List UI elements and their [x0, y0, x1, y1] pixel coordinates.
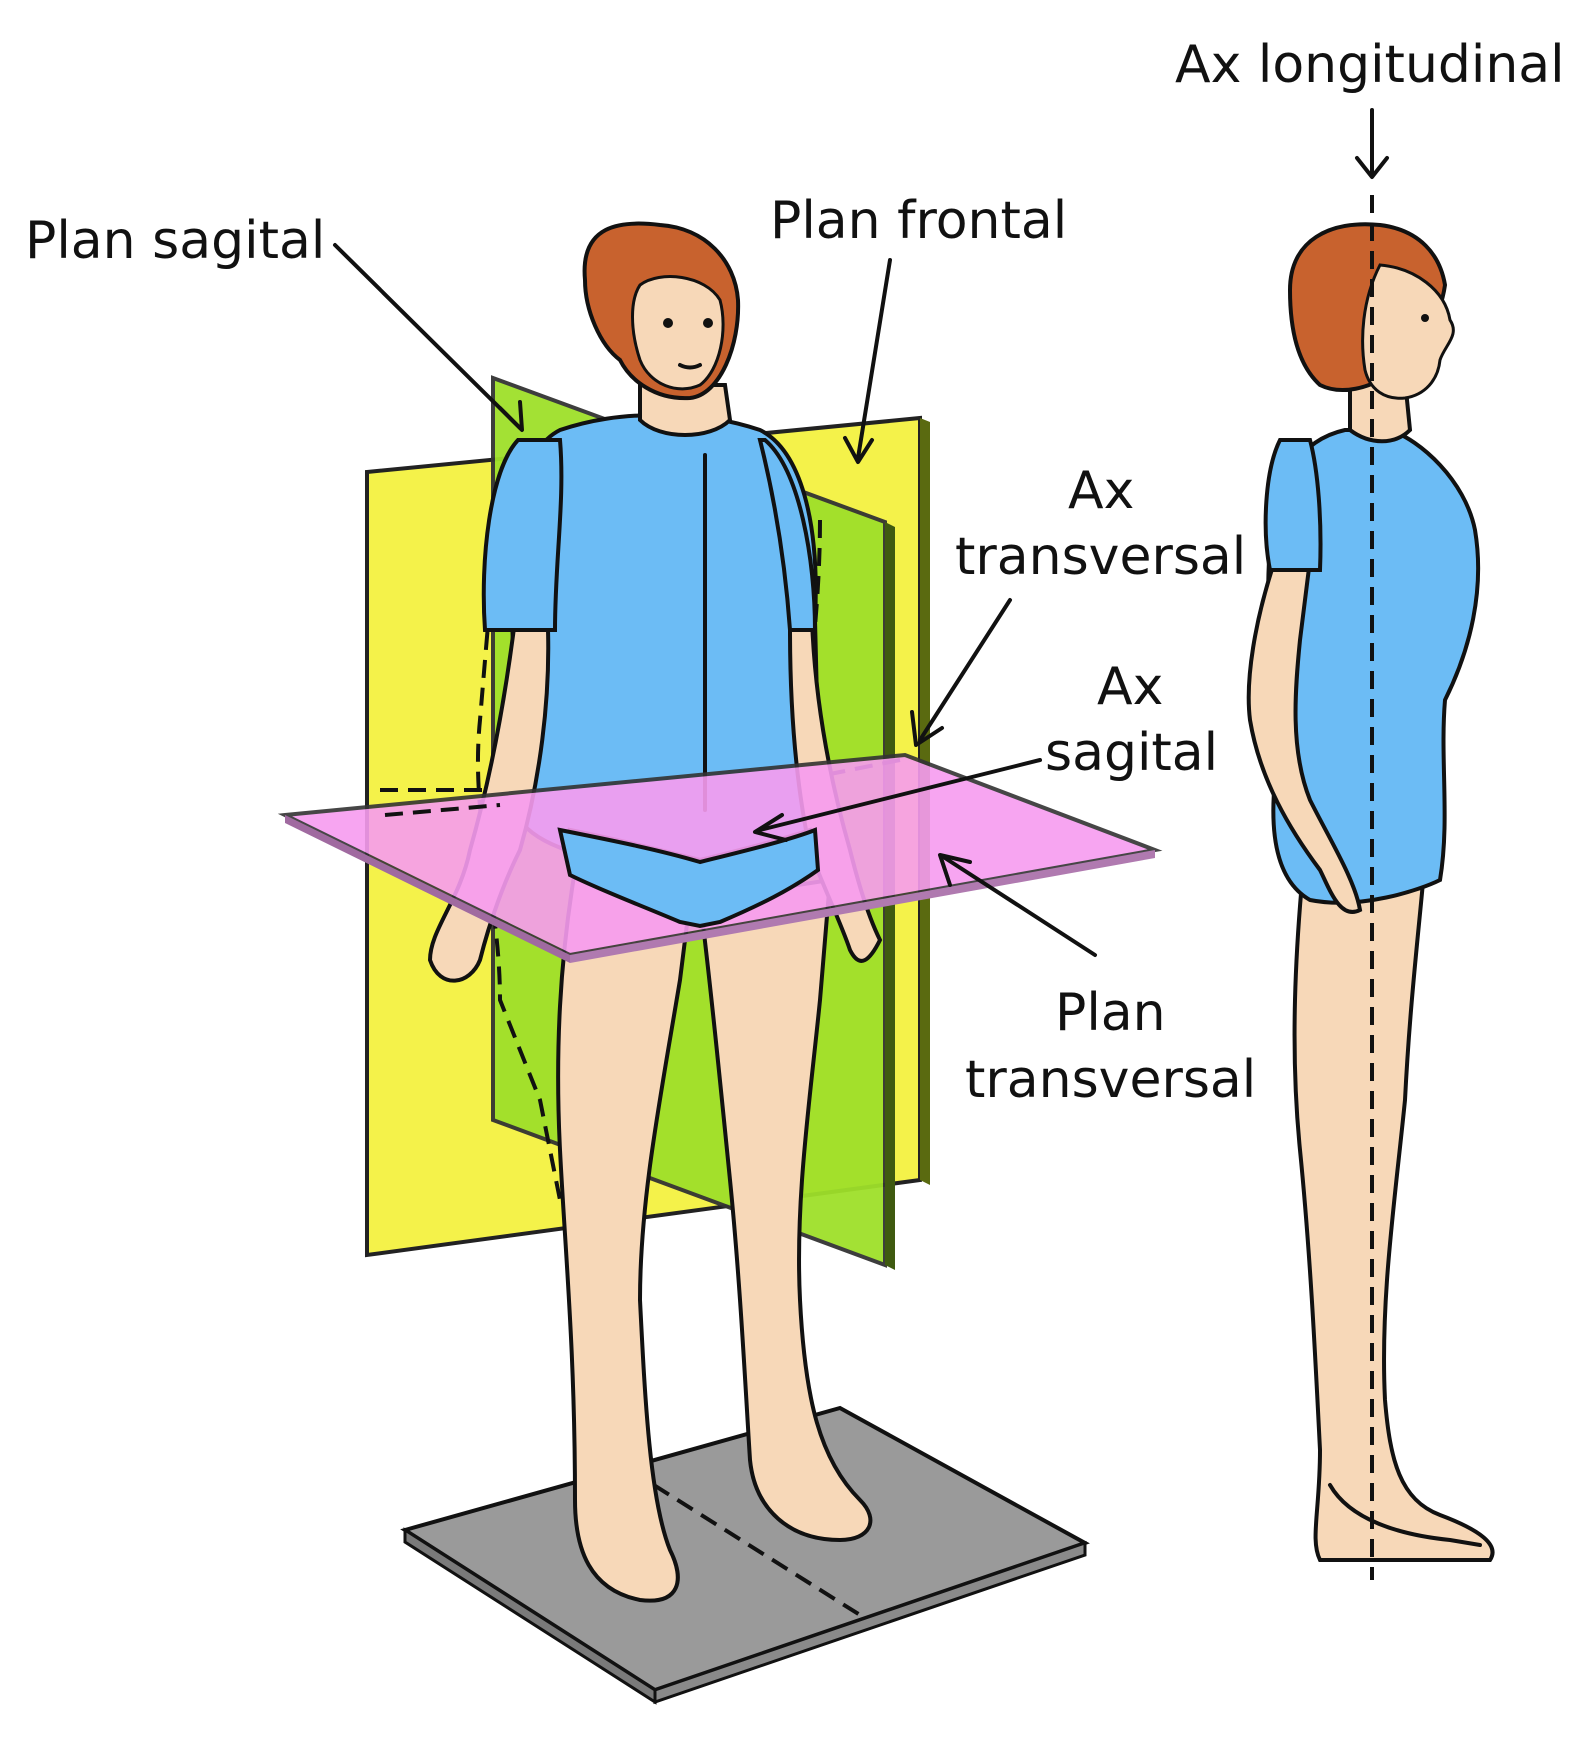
label-ax-longitudinal: Ax longitudinal: [1175, 35, 1565, 95]
label-ax-transversal-1: Ax: [1068, 461, 1134, 521]
figure-head: [582, 221, 741, 437]
label-plan-transversal-2: transversal: [965, 1050, 1256, 1110]
side-view-figure: [1246, 195, 1495, 1580]
annotation-arrows: [333, 108, 1389, 957]
label-plan-frontal: Plan frontal: [770, 191, 1067, 251]
label-ax-transversal-2: transversal: [955, 527, 1246, 587]
labels: Plan sagital Plan frontal Ax longitudina…: [25, 35, 1565, 1110]
figure-with-planes: [277, 221, 1163, 1705]
transverse-plane: [277, 752, 1163, 963]
label-plan-transversal-1: Plan: [1055, 983, 1166, 1043]
figure-legs: [556, 867, 873, 1603]
label-plan-sagital: Plan sagital: [25, 211, 325, 271]
label-ax-sagital-2: sagital: [1045, 723, 1218, 783]
base-plate: [400, 1405, 1090, 1705]
label-ax-sagital-1: Ax: [1097, 657, 1163, 717]
